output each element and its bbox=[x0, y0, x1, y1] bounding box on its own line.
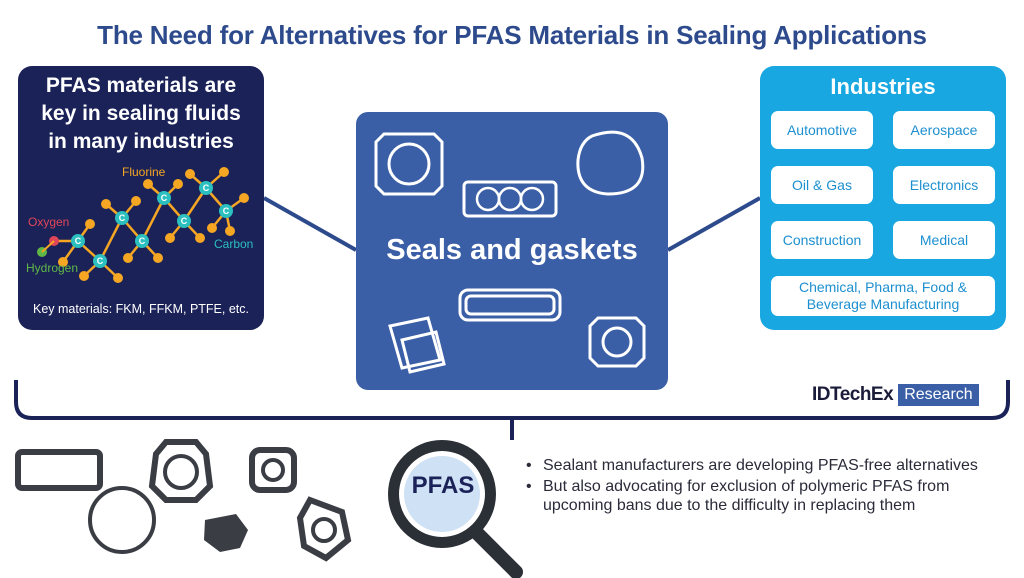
bullet-dot-icon: • bbox=[526, 478, 532, 495]
industries-title: Industries bbox=[830, 74, 936, 99]
shaped-gasket-dark-icon bbox=[148, 439, 214, 503]
carbon-label: Carbon bbox=[214, 237, 253, 251]
pfas-molecule-diagram: C C C C C C C C Fluorine Oxygen Hydrogen… bbox=[26, 165, 253, 283]
stacked-gasket-icon bbox=[388, 316, 442, 370]
bullet-text: But also advocating for exclusion of pol… bbox=[543, 478, 950, 514]
industry-electronics: Electronics bbox=[893, 166, 995, 204]
dark-gasket-illustrations bbox=[15, 439, 352, 562]
heading-line-3: in many industries bbox=[48, 130, 234, 153]
page-title: The Need for Alternatives for PFAS Mater… bbox=[97, 20, 927, 50]
carbon-symbol: C bbox=[75, 236, 82, 246]
carbon-symbol: C bbox=[203, 183, 210, 193]
gasket-illustrations bbox=[374, 130, 646, 374]
bullet-item: • But also advocating for exclusion of p… bbox=[526, 477, 1006, 515]
head-gasket-dark-icon bbox=[15, 449, 103, 491]
carbon-symbol: C bbox=[161, 193, 168, 203]
heading-line-1: PFAS materials are bbox=[45, 74, 237, 97]
carbon-symbol: C bbox=[97, 256, 104, 266]
irregular-gasket-dark-icon bbox=[204, 514, 248, 552]
square-gasket-icon bbox=[374, 132, 444, 196]
pfas-heading: PFAS materials are key in sealing fluids… bbox=[18, 72, 264, 156]
industries-panel: Industries Automotive Aerospace Oil & Ga… bbox=[760, 66, 1006, 330]
heading-line-2: key in sealing fluids bbox=[41, 102, 241, 125]
bullet-text: Sealant manufacturers are developing PFA… bbox=[543, 457, 978, 474]
pfas-info-panel: PFAS materials are key in sealing fluids… bbox=[18, 66, 264, 330]
hydrogen-label: Hydrogen bbox=[26, 261, 78, 275]
carbon-symbol: C bbox=[223, 206, 230, 216]
logo-brand: IDTechEx bbox=[812, 384, 894, 405]
flange-gasket-icon bbox=[588, 316, 646, 368]
carbon-symbol: C bbox=[119, 213, 126, 223]
idtechex-logo: IDTechEx Research bbox=[812, 383, 979, 407]
fluorine-label: Fluorine bbox=[122, 165, 166, 179]
carbon-symbol: C bbox=[181, 216, 188, 226]
industry-oil-gas: Oil & Gas bbox=[771, 166, 873, 204]
industry-construction: Construction bbox=[771, 221, 873, 259]
industry-aerospace: Aerospace bbox=[893, 111, 995, 149]
pfas-label: PFAS bbox=[411, 472, 475, 499]
seals-gaskets-panel: Seals and gaskets bbox=[356, 112, 668, 390]
carbon-symbol: C bbox=[139, 236, 146, 246]
bullet-item: • Sealant manufacturers are developing P… bbox=[526, 456, 1006, 475]
square-gasket-dark-icon bbox=[249, 447, 297, 493]
flange-gasket-dark-icon bbox=[296, 496, 352, 562]
industry-medical: Medical bbox=[893, 221, 995, 259]
round-gasket-icon bbox=[576, 130, 645, 196]
oxygen-label: Oxygen bbox=[28, 215, 69, 229]
magnifier-icon bbox=[388, 440, 523, 578]
bullet-dot-icon: • bbox=[526, 457, 532, 474]
head-gasket-icon bbox=[462, 180, 558, 218]
ring-gasket-dark-icon bbox=[88, 486, 156, 554]
logo-tag: Research bbox=[898, 384, 979, 406]
key-materials-note: Key materials: FKM, FFKM, PTFE, etc. bbox=[32, 302, 249, 316]
seals-gaskets-label: Seals and gaskets bbox=[386, 234, 638, 266]
bullet-list: • Sealant manufacturers are developing P… bbox=[526, 456, 1006, 517]
industry-automotive: Automotive bbox=[771, 111, 873, 149]
industry-chemical-pharma-food: Chemical, Pharma, Food & Beverage Manufa… bbox=[771, 276, 995, 316]
carbon-atoms bbox=[71, 181, 233, 268]
rect-gasket-icon bbox=[458, 288, 562, 322]
